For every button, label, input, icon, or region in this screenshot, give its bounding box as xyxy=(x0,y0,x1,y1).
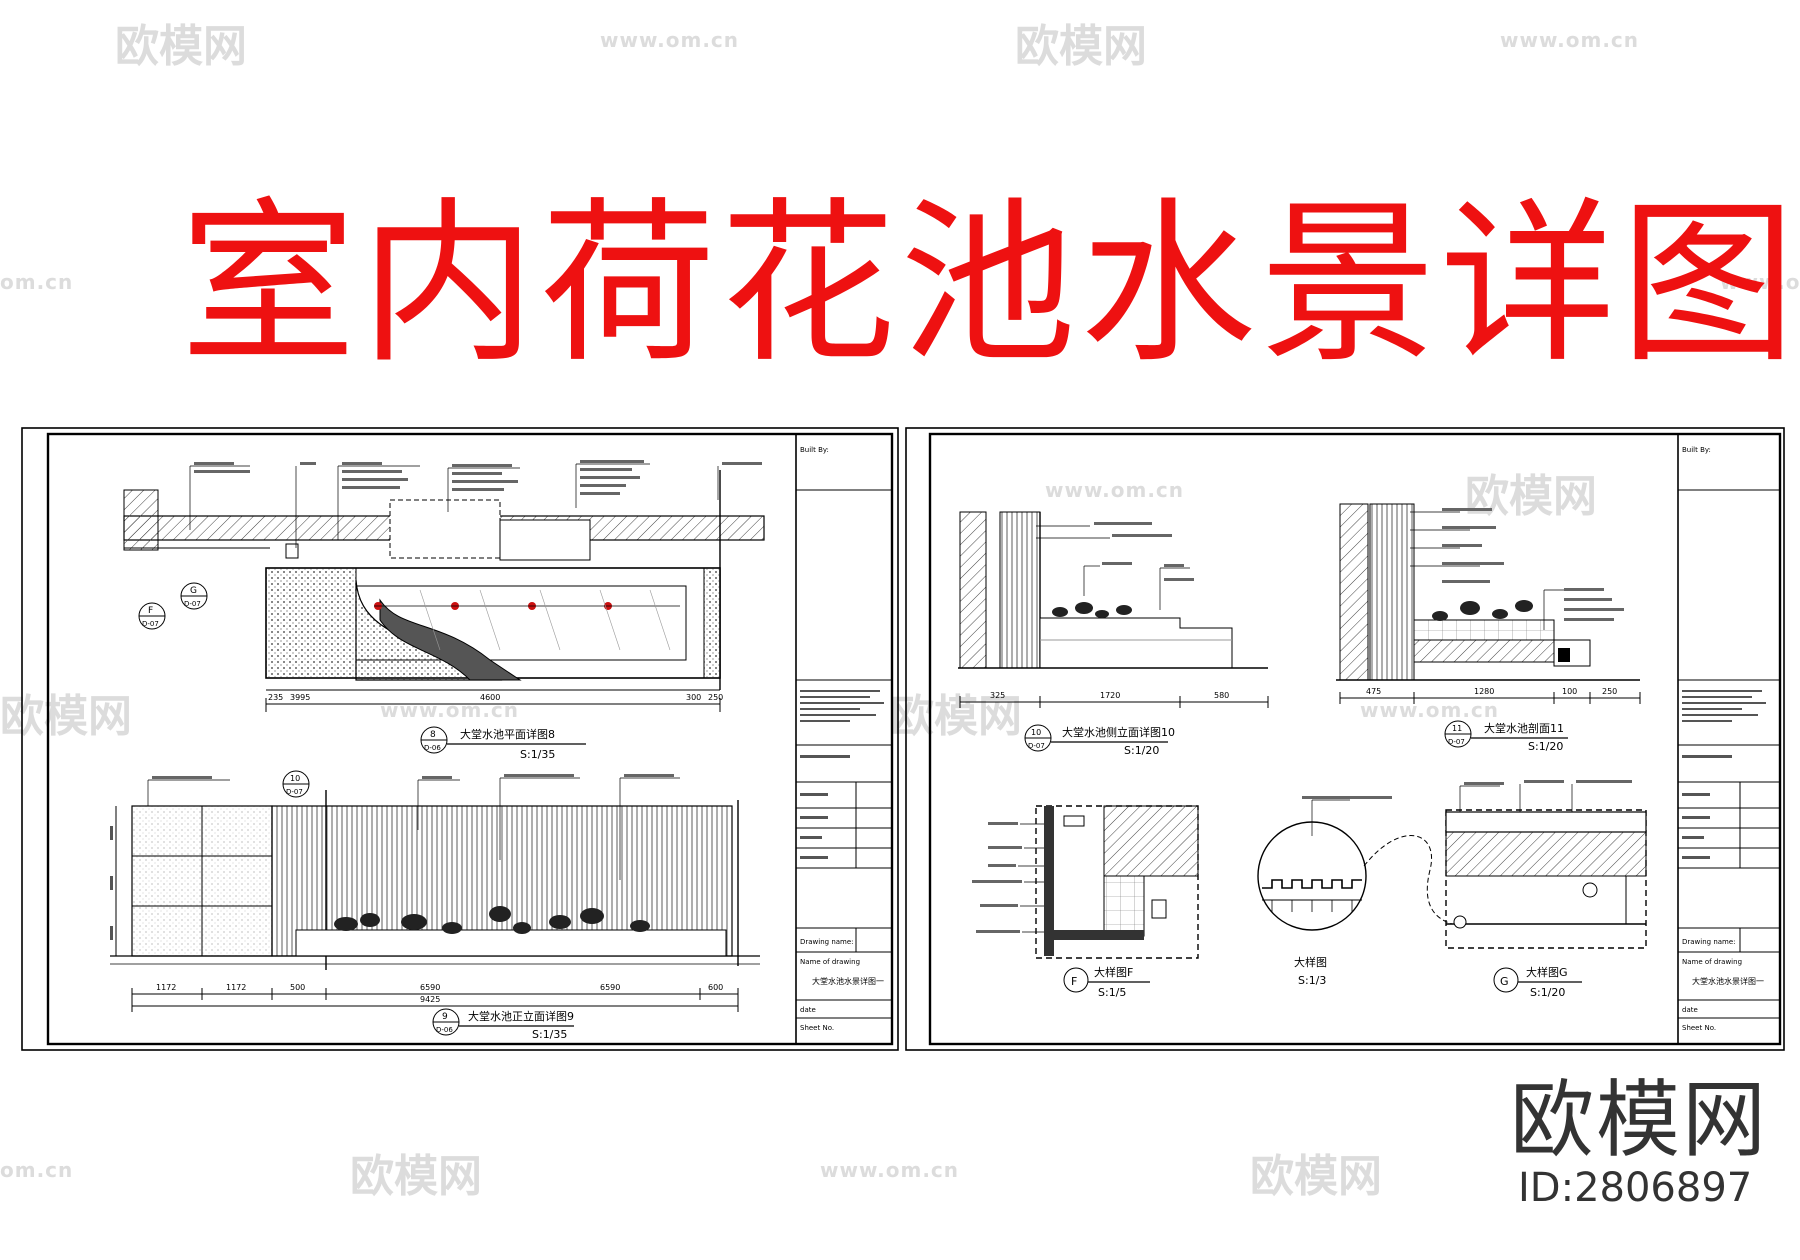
sheet-2-outer-border xyxy=(905,427,1785,1051)
detail-mid-title: 大样图 xyxy=(1294,955,1327,969)
lotus-plants xyxy=(334,906,650,934)
plan-dim-0: 235 xyxy=(268,693,283,702)
brand-id: ID:2806897 xyxy=(1518,1165,1753,1211)
watermark-url: om.cn xyxy=(0,1158,74,1182)
sheet-2-sheet-no-label: Sheet No. xyxy=(1682,1024,1716,1032)
callout-f-label: F xyxy=(148,606,153,616)
elev-ref-no: 9 xyxy=(442,1012,448,1022)
elev-dim-0: 1172 xyxy=(156,983,176,992)
elev-view-scale: S:1/35 xyxy=(532,1028,567,1041)
elev-dim-6: 9425 xyxy=(420,995,440,1004)
section-ref-sheet: D-07 xyxy=(1448,738,1465,746)
side-view-scale: S:1/20 xyxy=(1124,744,1159,757)
plan-ref-no: 8 xyxy=(430,730,436,740)
elev-dim-2: 500 xyxy=(290,983,305,992)
watermark-logo: 欧模网 xyxy=(1015,21,1147,72)
sheet-2-built-by: Built By: xyxy=(1682,446,1711,454)
elev-dim-3: 6590 xyxy=(420,983,440,992)
sheet-1: Built By: Drawing name: Name of drawing … xyxy=(21,427,899,1051)
detail-f-scale: S:1/5 xyxy=(1098,986,1126,999)
detail-mid-scale: S:1/3 xyxy=(1298,974,1326,987)
detail-g-ref: G xyxy=(1500,975,1509,988)
sheet-1-drawing-name-label: Drawing name: xyxy=(800,938,854,946)
section-ref-no: 11 xyxy=(1452,724,1462,733)
sheet-2-drawing-name: 大堂水池水景详图一 xyxy=(1692,976,1764,986)
sheet-1-built-by: Built By: xyxy=(800,446,829,454)
watermark-logo: 欧模网 xyxy=(115,21,247,72)
plan-dim-1: 3995 xyxy=(290,693,310,702)
watermark-logo: 欧模网 xyxy=(1465,471,1597,522)
side-dim-0: 325 xyxy=(990,691,1005,700)
watermark-logo: 欧模网 xyxy=(350,1151,482,1202)
sheet-1-inner-border xyxy=(46,432,894,1046)
side-dim-1: 1720 xyxy=(1100,691,1120,700)
detail-g-title: 大样图G xyxy=(1526,965,1568,979)
plan-view-title: 大堂水池平面详图8 xyxy=(460,727,555,741)
elevation-view-9: 10 D-07 1172 1172 500 6590 6590 600 9425… xyxy=(110,770,760,1041)
sheet-2-date-label: date xyxy=(1682,1006,1698,1014)
plan-ref-sheet: D-06 xyxy=(424,744,441,752)
sheet-2-name-of-drawing-label: Name of drawing xyxy=(1682,958,1742,966)
detail-g-scale: S:1/20 xyxy=(1530,986,1565,999)
elev-dim-1: 1172 xyxy=(226,983,246,992)
watermark-url: www.om.cn xyxy=(380,698,520,722)
detail-f-ref: F xyxy=(1071,975,1077,988)
section-dim-3: 250 xyxy=(1602,687,1617,696)
watermark-logo: 欧模网 xyxy=(890,691,1022,742)
section-dim-0: 475 xyxy=(1366,687,1381,696)
watermark-url: www.om.cn xyxy=(1045,478,1185,502)
elev-view-title: 大堂水池正立面详图9 xyxy=(468,1009,574,1023)
callout-10-sheet: D-07 xyxy=(286,788,303,796)
sheet-2-inner-border xyxy=(928,432,1782,1046)
sheet-1-date-label: date xyxy=(800,1006,816,1014)
section-dim-1: 1280 xyxy=(1474,687,1494,696)
watermark-url: www.om.cn xyxy=(1360,698,1500,722)
side-ref-no: 10 xyxy=(1031,728,1041,737)
plan-dim-3: 300 xyxy=(686,693,701,702)
detail-view-f: F 大样图F S:1/5 xyxy=(972,805,1199,999)
page-title: 室内荷花池水景详图 xyxy=(180,182,1800,387)
elev-ref-sheet: D-06 xyxy=(436,1026,453,1034)
watermark-url: www.om.cn xyxy=(1500,28,1640,52)
watermark-url: www.om.cn xyxy=(600,28,740,52)
detail-view-middle: 大样图 S:1/3 xyxy=(1257,796,1453,987)
plan-view-scale: S:1/35 xyxy=(520,748,555,761)
callout-g-sheet: D-07 xyxy=(184,600,201,608)
detail-view-g: G 大样图G S:1/20 xyxy=(1445,780,1647,999)
section-dim-2: 100 xyxy=(1562,687,1577,696)
brand-logo-text: 欧模网 xyxy=(1510,1071,1769,1169)
section-view-scale: S:1/20 xyxy=(1528,740,1563,753)
watermark-url: www.om.cn xyxy=(820,1158,960,1182)
side-ref-sheet: D-07 xyxy=(1028,742,1045,750)
sheet-2-title-block: Built By: Drawing name: Name of drawing … xyxy=(1677,434,1780,1044)
side-dim-2: 580 xyxy=(1214,691,1229,700)
plan-dim-4: 250 xyxy=(708,693,723,702)
watermark-logo: 欧模网 xyxy=(1250,1151,1382,1202)
side-view-title: 大堂水池侧立面详图10 xyxy=(1062,725,1175,739)
section-view-11: 475 1280 100 250 11 D-07 大堂水池剖面11 S:1/20 xyxy=(1336,503,1641,753)
plan-dim-2: 4600 xyxy=(480,693,500,702)
elev-dim-4: 6590 xyxy=(600,983,620,992)
sheet-1-title-block: Built By: Drawing name: Name of drawing … xyxy=(795,434,892,1044)
detail-f-title: 大样图F xyxy=(1094,965,1133,979)
sheet-1-name-of-drawing-label: Name of drawing xyxy=(800,958,860,966)
section-view-title: 大堂水池剖面11 xyxy=(1484,721,1564,735)
sheet-1-sheet-no-label: Sheet No. xyxy=(800,1024,834,1032)
callout-g-label: G xyxy=(190,586,197,596)
callout-f-sheet: D-07 xyxy=(142,620,159,628)
callout-10-label: 10 xyxy=(290,774,300,783)
elev-dim-5: 600 xyxy=(708,983,723,992)
side-elevation-view-10: 325 1720 580 10 D-07 大堂水池侧立面详图10 S:1/20 xyxy=(958,511,1269,757)
sheet-1-outer-border xyxy=(21,427,899,1051)
sheet-2: Built By: Drawing name: Name of drawing … xyxy=(905,427,1785,1051)
watermark-url: www.om.cn xyxy=(1720,270,1800,294)
sheet-1-drawing-name: 大堂水池水景详图一 xyxy=(812,976,884,986)
watermark-url: om.cn xyxy=(0,270,74,294)
sheet-2-drawing-name-label: Drawing name: xyxy=(1682,938,1736,946)
plan-view-8: 235 3995 4600 300 250 F D-07 G D-07 8 D-… xyxy=(123,460,765,761)
